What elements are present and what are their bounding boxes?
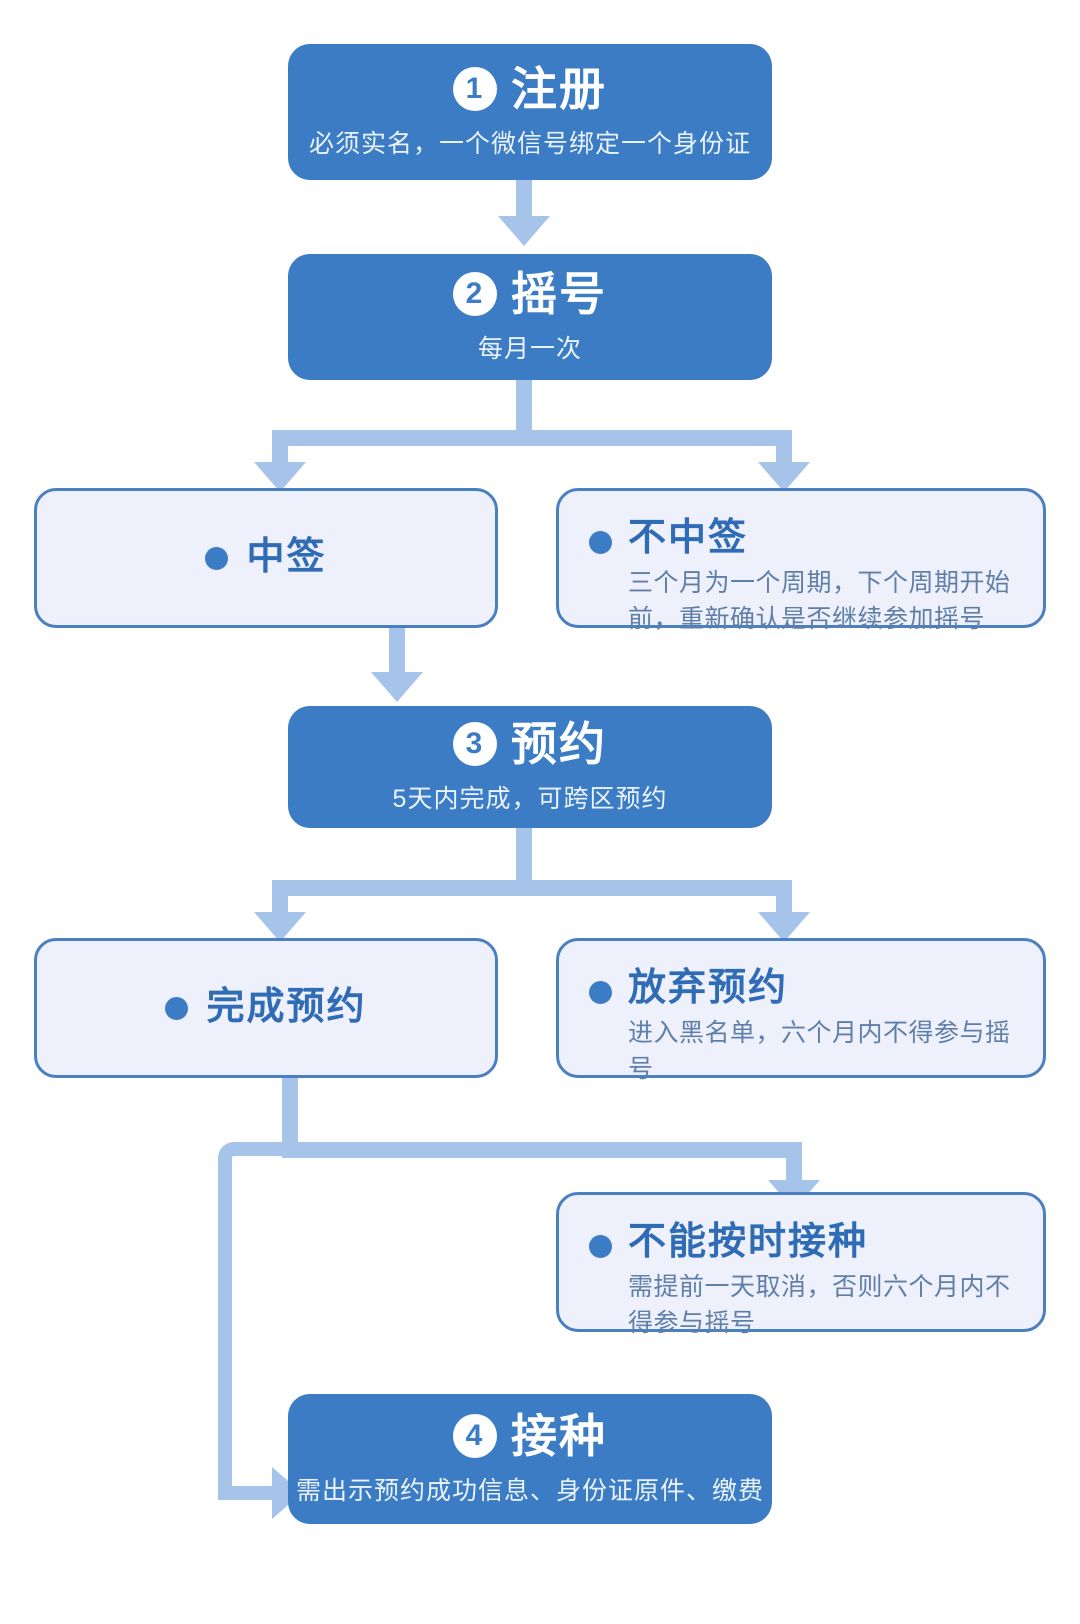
branch-missed-appointment-content: 不能按时接种 需提前一天取消，否则六个月内不得参与摇号 [559, 1195, 1043, 1337]
branch-lose-lottery-text: 不中签 三个月为一个周期，下个周期开始前，重新确认是否继续参加摇号 [628, 517, 1017, 637]
branch-abandon-booking-text: 放弃预约 进入黑名单，六个月内不得参与摇号 [628, 967, 1017, 1087]
branch-missed-appointment-node[interactable]: 不能按时接种 需提前一天取消，否则六个月内不得参与摇号 [556, 1192, 1046, 1337]
bullet-icon [205, 546, 229, 570]
step-3-subtitle: 5天内完成，可跨区预约 [392, 785, 668, 814]
step-1-subtitle: 必须实名，一个微信号绑定一个身份证 [308, 130, 751, 159]
connector-step3-right-arrow [758, 912, 810, 942]
step-4-vaccinate-node[interactable]: 4 接种 需出示预约成功信息、身份证原件、缴费 [288, 1394, 772, 1524]
connector-step3-left-drop [272, 880, 288, 916]
step-3-title-row: 3 预约 [453, 719, 607, 770]
step-2-title-row: 2 摇号 [453, 269, 607, 320]
step-1-title-row: 1 注册 [453, 64, 607, 115]
step-3-booking-node[interactable]: 3 预约 5天内完成，可跨区预约 [288, 706, 772, 828]
step-1-register-node[interactable]: 1 注册 必须实名，一个微信号绑定一个身份证 [288, 44, 772, 180]
branch-abandon-booking-node[interactable]: 放弃预约 进入黑名单，六个月内不得参与摇号 [556, 938, 1046, 1083]
step-4-title: 接种 [511, 1409, 607, 1462]
step-3-number-badge: 3 [453, 722, 497, 766]
branch-complete-booking-title: 完成预约 [206, 986, 367, 1029]
connector-step2-left-drop [272, 430, 288, 466]
branch-lose-lottery-body: 三个月为一个周期，下个周期开始前，重新确认是否继续参加摇号 [628, 568, 1011, 633]
connector-step3-split-stem [516, 828, 532, 880]
connector-to-missed-drop [786, 1142, 802, 1184]
connector-complete-to-vaccinate-vertical [218, 1156, 232, 1500]
branch-win-lottery-content: 中签 [37, 491, 495, 625]
branch-lose-lottery-title: 不中签 [628, 517, 749, 559]
step-2-lottery-node[interactable]: 2 摇号 每月一次 [288, 254, 772, 380]
step-1-number-badge: 1 [453, 67, 497, 111]
connector-step2-right-drop [776, 430, 792, 466]
step-4-number-badge: 4 [453, 1414, 497, 1458]
branch-abandon-booking-body: 进入黑名单，六个月内不得参与摇号 [628, 1018, 1011, 1083]
bullet-icon [589, 1235, 612, 1258]
branch-missed-appointment-text: 不能按时接种 需提前一天取消，否则六个月内不得参与摇号 [628, 1221, 1017, 1341]
connector-win-to-step3-line [389, 628, 405, 680]
branch-complete-booking-content: 完成预约 [37, 941, 495, 1075]
connector-junction-bar-right [282, 1142, 802, 1158]
branch-win-lottery-title: 中签 [246, 536, 327, 579]
connector-step3-split-bar [272, 880, 792, 896]
connector-step2-right-arrow [758, 462, 810, 492]
step-4-title-row: 4 接种 [453, 1411, 607, 1462]
step-1-title: 注册 [511, 62, 607, 115]
connector-step1-to-step2-arrow [498, 216, 550, 246]
step-2-title: 摇号 [511, 267, 607, 320]
connector-step3-right-drop [776, 880, 792, 916]
branch-complete-booking-node[interactable]: 完成预约 [34, 938, 498, 1078]
connector-win-to-step3-arrow [371, 672, 423, 702]
branch-abandon-booking-title: 放弃预约 [628, 967, 789, 1009]
branch-missed-appointment-body: 需提前一天取消，否则六个月内不得参与摇号 [628, 1272, 1011, 1337]
step-4-subtitle: 需出示预约成功信息、身份证原件、缴费 [295, 1477, 764, 1506]
step-3-title: 预约 [511, 717, 607, 770]
branch-lose-lottery-node[interactable]: 不中签 三个月为一个周期，下个周期开始前，重新确认是否继续参加摇号 [556, 488, 1046, 633]
bullet-icon [589, 531, 612, 554]
connector-step2-split-bar [272, 430, 792, 446]
connector-complete-booking-stem [282, 1078, 298, 1142]
step-2-number-badge: 2 [453, 272, 497, 316]
connector-step2-split-stem [516, 380, 532, 430]
connector-step2-left-arrow [254, 462, 306, 492]
branch-abandon-booking-content: 放弃预约 进入黑名单，六个月内不得参与摇号 [559, 941, 1043, 1083]
branch-missed-appointment-title: 不能按时接种 [628, 1221, 869, 1263]
step-2-subtitle: 每月一次 [477, 335, 582, 364]
branch-lose-lottery-content: 不中签 三个月为一个周期，下个周期开始前，重新确认是否继续参加摇号 [559, 491, 1043, 633]
bullet-icon [165, 996, 189, 1020]
bullet-icon [589, 981, 612, 1004]
branch-win-lottery-node[interactable]: 中签 [34, 488, 498, 628]
connector-step1-to-step2-line [516, 180, 532, 222]
connector-complete-to-vaccinate-horizontal [218, 1486, 276, 1500]
connector-step3-left-arrow [254, 912, 306, 942]
